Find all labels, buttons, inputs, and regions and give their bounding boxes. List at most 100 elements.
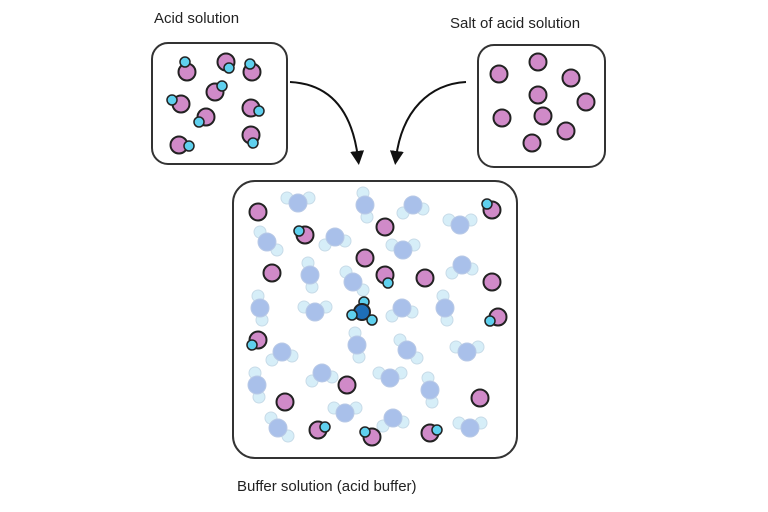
oxygen-atom xyxy=(355,195,375,215)
oxygen-atom xyxy=(460,418,480,438)
water-molecule xyxy=(420,371,440,409)
oxygen-atom xyxy=(300,265,320,285)
hydrogen-atom xyxy=(346,309,358,321)
hydrogen-atom xyxy=(366,314,378,326)
oxygen-atom xyxy=(393,240,413,260)
water-molecule xyxy=(265,342,299,367)
anion-atom xyxy=(522,133,542,153)
oxygen-atom xyxy=(452,255,472,275)
water-molecule xyxy=(376,408,410,433)
acid-solution-label: Acid solution xyxy=(154,10,240,27)
anion xyxy=(355,248,375,268)
oxygen-atom xyxy=(450,215,470,235)
anion xyxy=(522,133,542,153)
hydrogen-atom xyxy=(183,140,195,152)
anion xyxy=(528,52,548,72)
acid-molecule xyxy=(241,125,261,149)
water-molecule xyxy=(253,225,284,257)
anion-atom xyxy=(482,272,502,292)
oxygen-atom xyxy=(250,298,270,318)
water-molecule xyxy=(280,191,316,213)
oxygen-atom xyxy=(420,380,440,400)
arrow-acid-to-buffer xyxy=(289,81,365,165)
water-molecule xyxy=(445,255,479,280)
water-molecule xyxy=(396,195,430,220)
water-molecule xyxy=(327,401,363,423)
acid-molecule xyxy=(166,94,191,114)
water-molecule xyxy=(264,411,295,443)
anion xyxy=(561,68,581,88)
oxygen-atom xyxy=(257,232,277,252)
anion-atom xyxy=(415,268,435,288)
water-molecule xyxy=(435,289,455,327)
anion xyxy=(528,85,548,105)
anion-atom xyxy=(489,64,509,84)
hydrogen-atom xyxy=(382,277,394,289)
anion xyxy=(375,217,395,237)
oxygen-atom xyxy=(392,298,412,318)
hydrogen-atom xyxy=(179,56,191,68)
anion xyxy=(533,106,553,126)
anion-atom xyxy=(556,121,576,141)
oxygen-atom xyxy=(403,195,423,215)
acid-molecule xyxy=(169,135,195,155)
water-molecule xyxy=(339,265,370,297)
oxygen-atom xyxy=(397,340,417,360)
anion-atom xyxy=(561,68,581,88)
anion xyxy=(262,263,282,283)
acid-molecule xyxy=(375,265,395,289)
acid-molecule xyxy=(246,330,268,351)
acid-molecule xyxy=(420,423,443,443)
oxygen-atom xyxy=(343,272,363,292)
acid-molecule xyxy=(359,426,382,447)
anion-atom xyxy=(355,248,375,268)
anion xyxy=(337,375,357,395)
anion xyxy=(275,392,295,412)
anion xyxy=(415,268,435,288)
acid-molecule xyxy=(242,58,262,82)
water-molecule xyxy=(385,298,419,323)
oxygen-atom xyxy=(305,302,325,322)
hydrogen-atom xyxy=(223,62,235,74)
anion-atom xyxy=(248,202,268,222)
hydrogen-atom xyxy=(166,94,178,106)
hydrogen-atom xyxy=(246,339,258,351)
acid-molecule xyxy=(177,56,197,82)
anion xyxy=(470,388,490,408)
oxygen-atom xyxy=(457,342,477,362)
water-molecule xyxy=(355,186,375,224)
oxygen-atom xyxy=(268,418,288,438)
salt-solution-label: Salt of acid solution xyxy=(450,15,581,32)
acid-molecule xyxy=(241,98,265,118)
acid-molecule xyxy=(484,307,508,327)
water-molecule xyxy=(452,416,488,438)
hydrogen-atom xyxy=(481,198,493,210)
anion xyxy=(248,202,268,222)
oxygen-atom xyxy=(383,408,403,428)
acid-molecule xyxy=(205,80,228,102)
water-molecule xyxy=(247,366,267,404)
hydrogen-atom xyxy=(431,424,443,436)
hydrogen-atom xyxy=(193,116,205,128)
oxygen-atom xyxy=(272,342,292,362)
hydrogen-atom xyxy=(319,421,331,433)
anion-atom xyxy=(275,392,295,412)
oxygen-atom xyxy=(380,368,400,388)
hydrogen-atom xyxy=(253,105,265,117)
oxygen-atom xyxy=(325,227,345,247)
hydrogen-atom xyxy=(293,225,305,237)
hydronium-ion xyxy=(346,296,378,326)
oxygen-atom xyxy=(335,403,355,423)
anion-atom xyxy=(528,85,548,105)
hydrogen-atom xyxy=(484,315,496,327)
water-molecule xyxy=(250,289,270,327)
anion-atom xyxy=(492,108,512,128)
water-molecule xyxy=(372,366,408,388)
acid-molecule xyxy=(293,225,315,245)
water-molecule xyxy=(305,363,339,388)
oxygen-atom xyxy=(247,375,267,395)
water-molecule xyxy=(442,213,478,235)
anion-atom xyxy=(375,217,395,237)
anion xyxy=(482,272,502,292)
